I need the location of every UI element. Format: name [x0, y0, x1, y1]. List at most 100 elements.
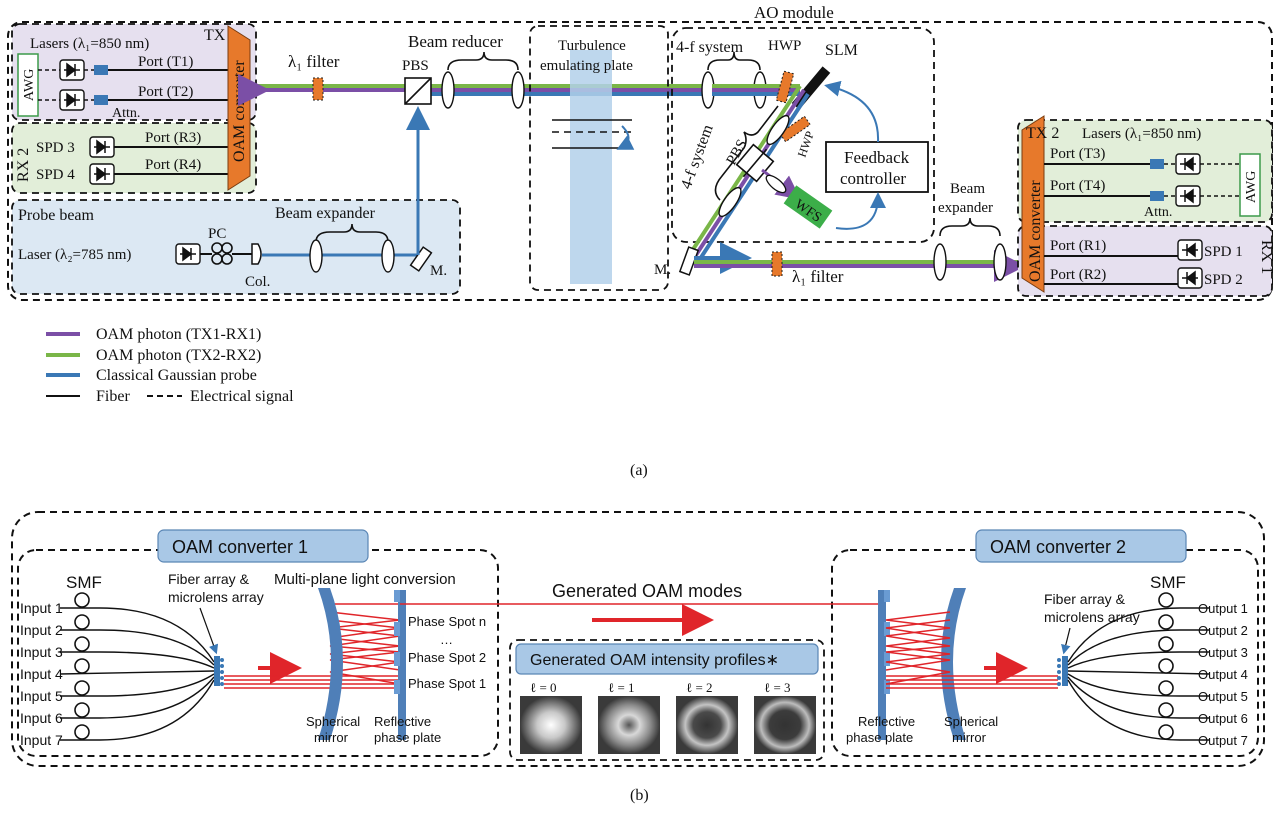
wfs-to-feedback-arrow: [835, 192, 886, 230]
fiber-array-left-label-2: microlens array: [168, 589, 264, 605]
probe-mirror: [409, 246, 433, 272]
attn-left-label: Attn.: [112, 106, 140, 121]
spherical-mirror-left-label-1: Spherical: [306, 714, 360, 729]
profile-l1-image: [598, 696, 660, 754]
oam-converter-right-label: OAM converter: [1027, 180, 1044, 282]
feedback-controller-label-2: controller: [840, 169, 906, 188]
generated-oam-modes-label: Generated OAM modes: [552, 581, 742, 601]
legend-label-fiber: Fiber: [96, 388, 130, 405]
fiber-array-left-pointer: [199, 607, 219, 655]
turbulence-label-1: Turbulence: [558, 38, 626, 54]
profiles-box: [509, 639, 825, 761]
mplc-label: Multi-plane light conversion: [274, 571, 456, 588]
left-fibers: [59, 607, 215, 741]
probe-lens-2: [381, 239, 395, 273]
turbulence-plate: [570, 50, 612, 284]
ao-module-title: AO module: [754, 3, 834, 22]
caption-a: (a): [630, 462, 648, 479]
turbulence-label-2: emulating plate: [540, 58, 633, 74]
awg-box-right: [1239, 153, 1261, 217]
output-3-label: Output 3: [1198, 645, 1248, 660]
four-f-top-brace: [707, 51, 761, 71]
output-4-label: Output 4: [1198, 667, 1248, 682]
spherical-mirror-right-label-1: Spherical: [944, 714, 998, 729]
rx1-title: RX 1: [1258, 240, 1275, 274]
collimator-icon: [251, 243, 262, 265]
profile-l0-label: ℓ = 0: [530, 680, 557, 695]
feedback-controller-box: [825, 141, 929, 193]
profile-l0-image: [520, 696, 582, 754]
input-6-label: Input 6: [20, 710, 63, 726]
modulator-t3: [1150, 159, 1164, 169]
caption-b: (b): [630, 787, 649, 804]
port-r1-label: Port (R1): [1050, 238, 1106, 254]
right-fiber-loops: [1158, 592, 1174, 740]
profile-l2-image: [676, 696, 738, 754]
port-r4-label: Port (R4): [145, 157, 201, 173]
right-expander-lens-2: [993, 243, 1007, 281]
legend-label-electrical: Electrical signal: [190, 388, 294, 405]
rx1-box: [1017, 225, 1273, 297]
panel-b-outer-border: [11, 511, 1265, 767]
output-5-label: Output 5: [1198, 689, 1248, 704]
output-2-label: Output 2: [1198, 623, 1248, 638]
feedback-to-slm-arrow: [824, 80, 880, 143]
smf-left-label: SMF: [66, 573, 102, 592]
col-label: Col.: [245, 274, 270, 290]
output-1-label: Output 1: [1198, 601, 1248, 616]
spherical-mirror-right: [941, 588, 966, 740]
reflective-left-label-1: Reflective: [374, 714, 431, 729]
input-7-label: Input 7: [20, 732, 63, 748]
tx1-lasers-label: Lasers (λ₁=850 nm): [30, 36, 149, 52]
port-t4-label: Port (T4): [1050, 178, 1105, 194]
input-4-label: Input 4: [20, 666, 63, 682]
fiber-array-left-label-1: Fiber array &: [168, 571, 250, 587]
probe-laser-label: Laser (λ₂=785 nm): [18, 247, 131, 263]
beam-reducer-label: Beam reducer: [408, 32, 503, 51]
four-f-top-label: 4-f system: [676, 39, 744, 56]
port-t1-label: Port (T1): [138, 54, 193, 70]
input-3-label: Input 3: [20, 644, 63, 660]
spd3-label: SPD 3: [36, 140, 75, 156]
mplc-beams-left: [224, 603, 401, 689]
profile-l2-label: ℓ = 2: [686, 680, 713, 695]
rx2-title: RX 2: [15, 148, 32, 182]
attenuator-t4: [1150, 191, 1164, 201]
phase-spot-1-label: Phase Spot 1: [408, 676, 486, 691]
lambda1-filter-bottom: [771, 251, 783, 277]
output-7-label: Output 7: [1198, 733, 1248, 748]
ao-module-box: [671, 27, 935, 243]
converter1-label: OAM converter 1: [172, 537, 308, 557]
four-f-diagonal-label: 4-f system: [678, 122, 717, 191]
fiber-array-right: [1062, 656, 1068, 686]
spd2-label: SPD 2: [1204, 272, 1243, 288]
probe-lens-1: [309, 239, 323, 273]
beam-expander-brace: [315, 223, 389, 243]
reflective-right-label-2: phase plate: [846, 730, 913, 745]
port-r3-label: Port (R3): [145, 130, 201, 146]
ao-diag-lens-2: [718, 186, 742, 218]
modulator-t1: [94, 65, 108, 75]
left-fiber-loops: [74, 592, 90, 740]
lambda1-filter-left-label: λ₁ filter: [288, 52, 340, 71]
phase-spot-2-label: Phase Spot 2: [408, 650, 486, 665]
probe-mirror-label: M.: [430, 263, 447, 279]
slm: [791, 66, 831, 110]
beam-expander-right-label-2: expander: [938, 200, 993, 216]
right-expander-lens-1: [933, 243, 947, 281]
profile-l1-label: ℓ = 1: [608, 680, 635, 695]
profile-l3-image: [754, 696, 816, 754]
wfs-box: [783, 185, 833, 229]
oam-converter-left-label: OAM converter: [231, 60, 248, 162]
feedback-controller-label-1: Feedback: [844, 148, 910, 167]
ao-wfs-lens: [765, 174, 787, 194]
reflective-left-label-2: phase plate: [374, 730, 441, 745]
legend-label-purple: OAM photon (TX1-RX1): [96, 326, 261, 343]
input-2-label: Input 2: [20, 622, 63, 638]
turbulence-box: [529, 25, 669, 291]
output-6-label: Output 6: [1198, 711, 1248, 726]
beam-reducer-brace: [447, 51, 519, 71]
spherical-mirror-left-label-2: mirror: [314, 730, 349, 745]
ao-diag-lens-1: [766, 114, 790, 146]
